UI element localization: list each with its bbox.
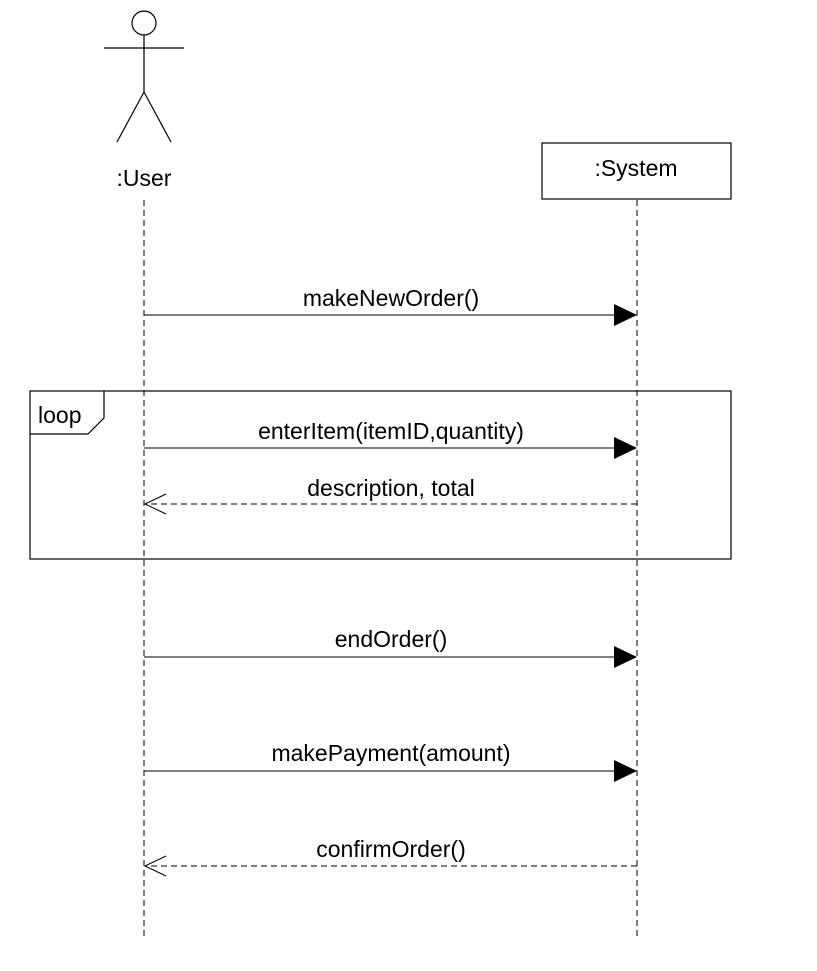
- message-label: description, total: [307, 475, 474, 501]
- actor-head: [131, 10, 157, 36]
- actor-left-leg: [116, 91, 145, 143]
- message-label: endOrder(): [335, 626, 447, 652]
- message-label: confirmOrder(): [316, 836, 466, 862]
- filled-arrowhead: [614, 304, 637, 326]
- message-label: makePayment(amount): [271, 740, 510, 766]
- loop-frame: [29, 390, 732, 560]
- message-make-payment: makePayment(amount): [144, 740, 637, 782]
- open-arrowhead: [143, 855, 167, 877]
- message-make-new-order: makeNewOrder(): [144, 285, 637, 326]
- actor-right-leg: [143, 91, 172, 143]
- system-box: [541, 142, 732, 200]
- system-label: :System: [594, 155, 677, 181]
- loop-operator-pentagon: [30, 391, 105, 435]
- loop-fragment: loop: [29, 390, 732, 560]
- message-confirm-order: confirmOrder(): [143, 836, 637, 877]
- message-end-order: endOrder(): [144, 626, 637, 668]
- filled-arrowhead: [614, 437, 637, 459]
- open-arrowhead: [143, 493, 167, 515]
- message-label: makeNewOrder(): [303, 285, 479, 311]
- message-description-total: description, total: [143, 475, 637, 515]
- system-participant: :System: [541, 142, 732, 200]
- message-enter-item: enterItem(itemID,quantity): [144, 418, 637, 459]
- filled-arrowhead: [614, 760, 637, 782]
- user-actor: :User: [104, 10, 184, 191]
- user-label: :User: [117, 165, 172, 191]
- message-label: enterItem(itemID,quantity): [258, 418, 524, 444]
- loop-operator-label: loop: [38, 402, 81, 428]
- filled-arrowhead: [614, 646, 637, 668]
